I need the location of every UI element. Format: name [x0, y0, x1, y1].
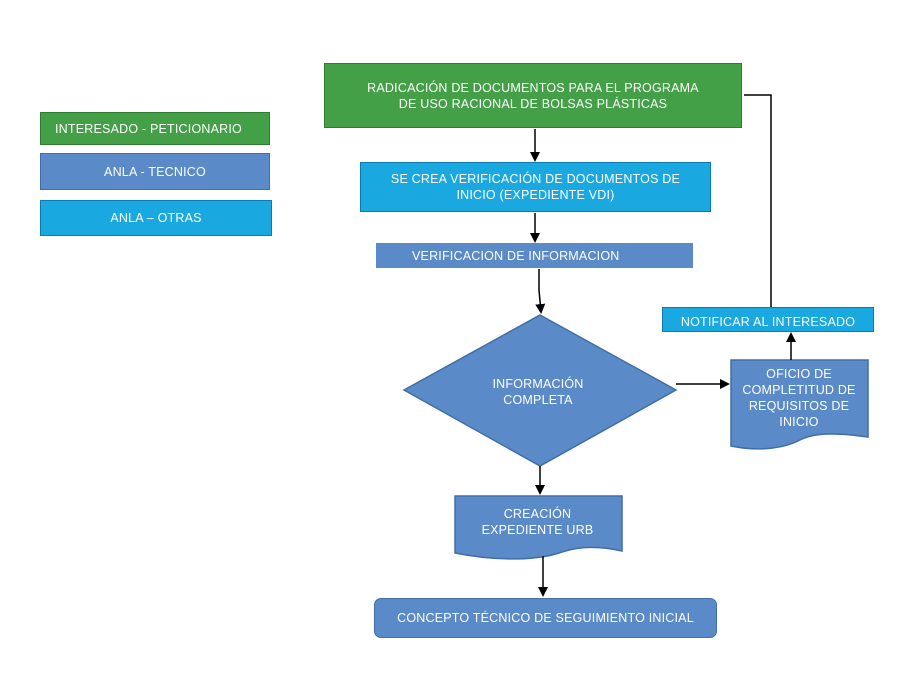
radicacion-documentos-box: RADICACIÓN DE DOCUMENTOS PARA EL PROGRAM…	[324, 63, 742, 128]
legend-tecnico-label: ANLA - TECNICO	[104, 164, 206, 179]
creacion-label: CREACIÓN EXPEDIENTE URB	[481, 507, 594, 537]
oficio-completitud-text: OFICIO DE COMPLETITUD DE REQUISITOS DE I…	[730, 366, 868, 426]
creacion-expediente-urb-text: CREACIÓN EXPEDIENTE URB	[455, 500, 620, 544]
verificacion-informacion-box: VERIFICACION DE INFORMACION	[376, 243, 693, 268]
arrow-verificacion-to-diamond	[535, 269, 546, 314]
informacion-completa-label: INFORMACIÓN COMPLETA	[492, 377, 584, 407]
verificacion-documentos-vdi-box: SE CREA VERIFICACIÓN DE DOCUMENTOS DE IN…	[360, 162, 711, 212]
informacion-completa-text: INFORMACIÓN COMPLETA	[468, 372, 608, 412]
notificar-label: NOTIFICAR AL INTERESADO	[680, 315, 856, 329]
radicacion-label: RADICACIÓN DE DOCUMENTOS PARA EL PROGRAM…	[367, 80, 699, 111]
notificar-interesado-box: NOTIFICAR AL INTERESADO	[662, 307, 874, 332]
legend-anla-otras: ANLA – OTRAS	[40, 200, 272, 236]
legend-otras-label: ANLA – OTRAS	[110, 211, 202, 225]
legend-anla-tecnico: ANLA - TECNICO	[40, 153, 270, 190]
oficio-label: OFICIO DE COMPLETITUD DE REQUISITOS DE I…	[742, 367, 856, 426]
legend-interesado-label: INTERESADO - PETICIONARIO	[55, 121, 242, 136]
concepto-tecnico-box: CONCEPTO TÉCNICO DE SEGUIMIENTO INICIAL	[374, 598, 717, 638]
legend-interesado-peticionario: INTERESADO - PETICIONARIO	[40, 112, 270, 145]
concepto-label: CONCEPTO TÉCNICO DE SEGUIMIENTO INICIAL	[397, 611, 694, 625]
verificacion-label: VERIFICACION DE INFORMACION	[412, 248, 620, 263]
arrow-notificar-to-radicacion	[744, 94, 772, 307]
vdi-label: SE CREA VERIFICACIÓN DE DOCUMENTOS DE IN…	[390, 172, 681, 202]
